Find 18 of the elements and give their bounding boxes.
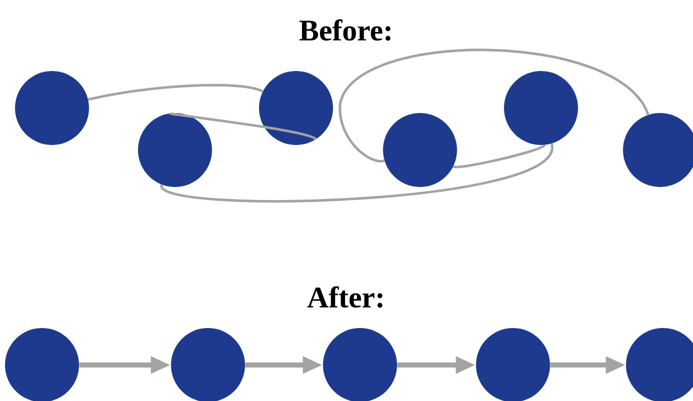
list-node — [383, 113, 457, 187]
link-line — [88, 84, 264, 101]
list-node — [626, 328, 693, 401]
list-node — [138, 113, 212, 187]
section-heading: After: — [307, 286, 382, 308]
list-node — [476, 328, 550, 401]
link-line — [160, 143, 553, 202]
list-node — [504, 71, 578, 145]
link-line — [338, 48, 650, 162]
list-node — [15, 71, 89, 145]
section-heading: Before: — [299, 19, 390, 41]
list-node — [259, 71, 333, 145]
list-node — [323, 328, 397, 401]
list-node — [5, 328, 79, 401]
list-node — [171, 328, 245, 401]
link-line — [169, 112, 317, 140]
link-line — [453, 144, 546, 168]
list-node — [623, 113, 693, 187]
